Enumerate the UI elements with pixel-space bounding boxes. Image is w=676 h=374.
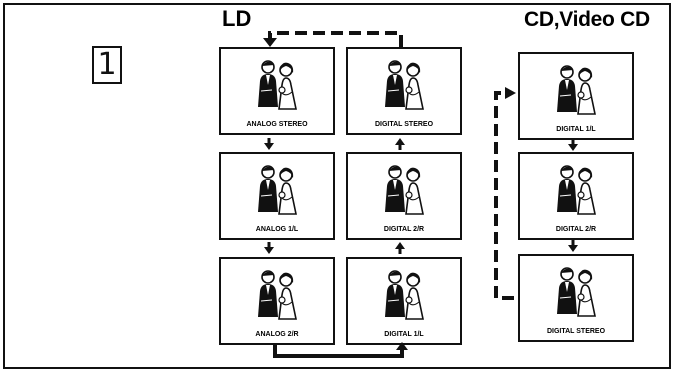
ld-bottom-connector: [275, 345, 402, 356]
arrow-head: [395, 138, 405, 145]
arrow-head: [395, 242, 405, 249]
arrow-head: [263, 38, 277, 47]
arrow-head: [568, 144, 578, 151]
cd-return-dashed-arrow: [496, 93, 514, 298]
ld-return-dashed-arrow: [270, 33, 401, 47]
arrow-head: [568, 245, 578, 252]
arrow-head: [396, 342, 408, 350]
arrow-head: [264, 247, 274, 254]
arrow-head: [264, 143, 274, 150]
arrow-head: [505, 87, 516, 99]
